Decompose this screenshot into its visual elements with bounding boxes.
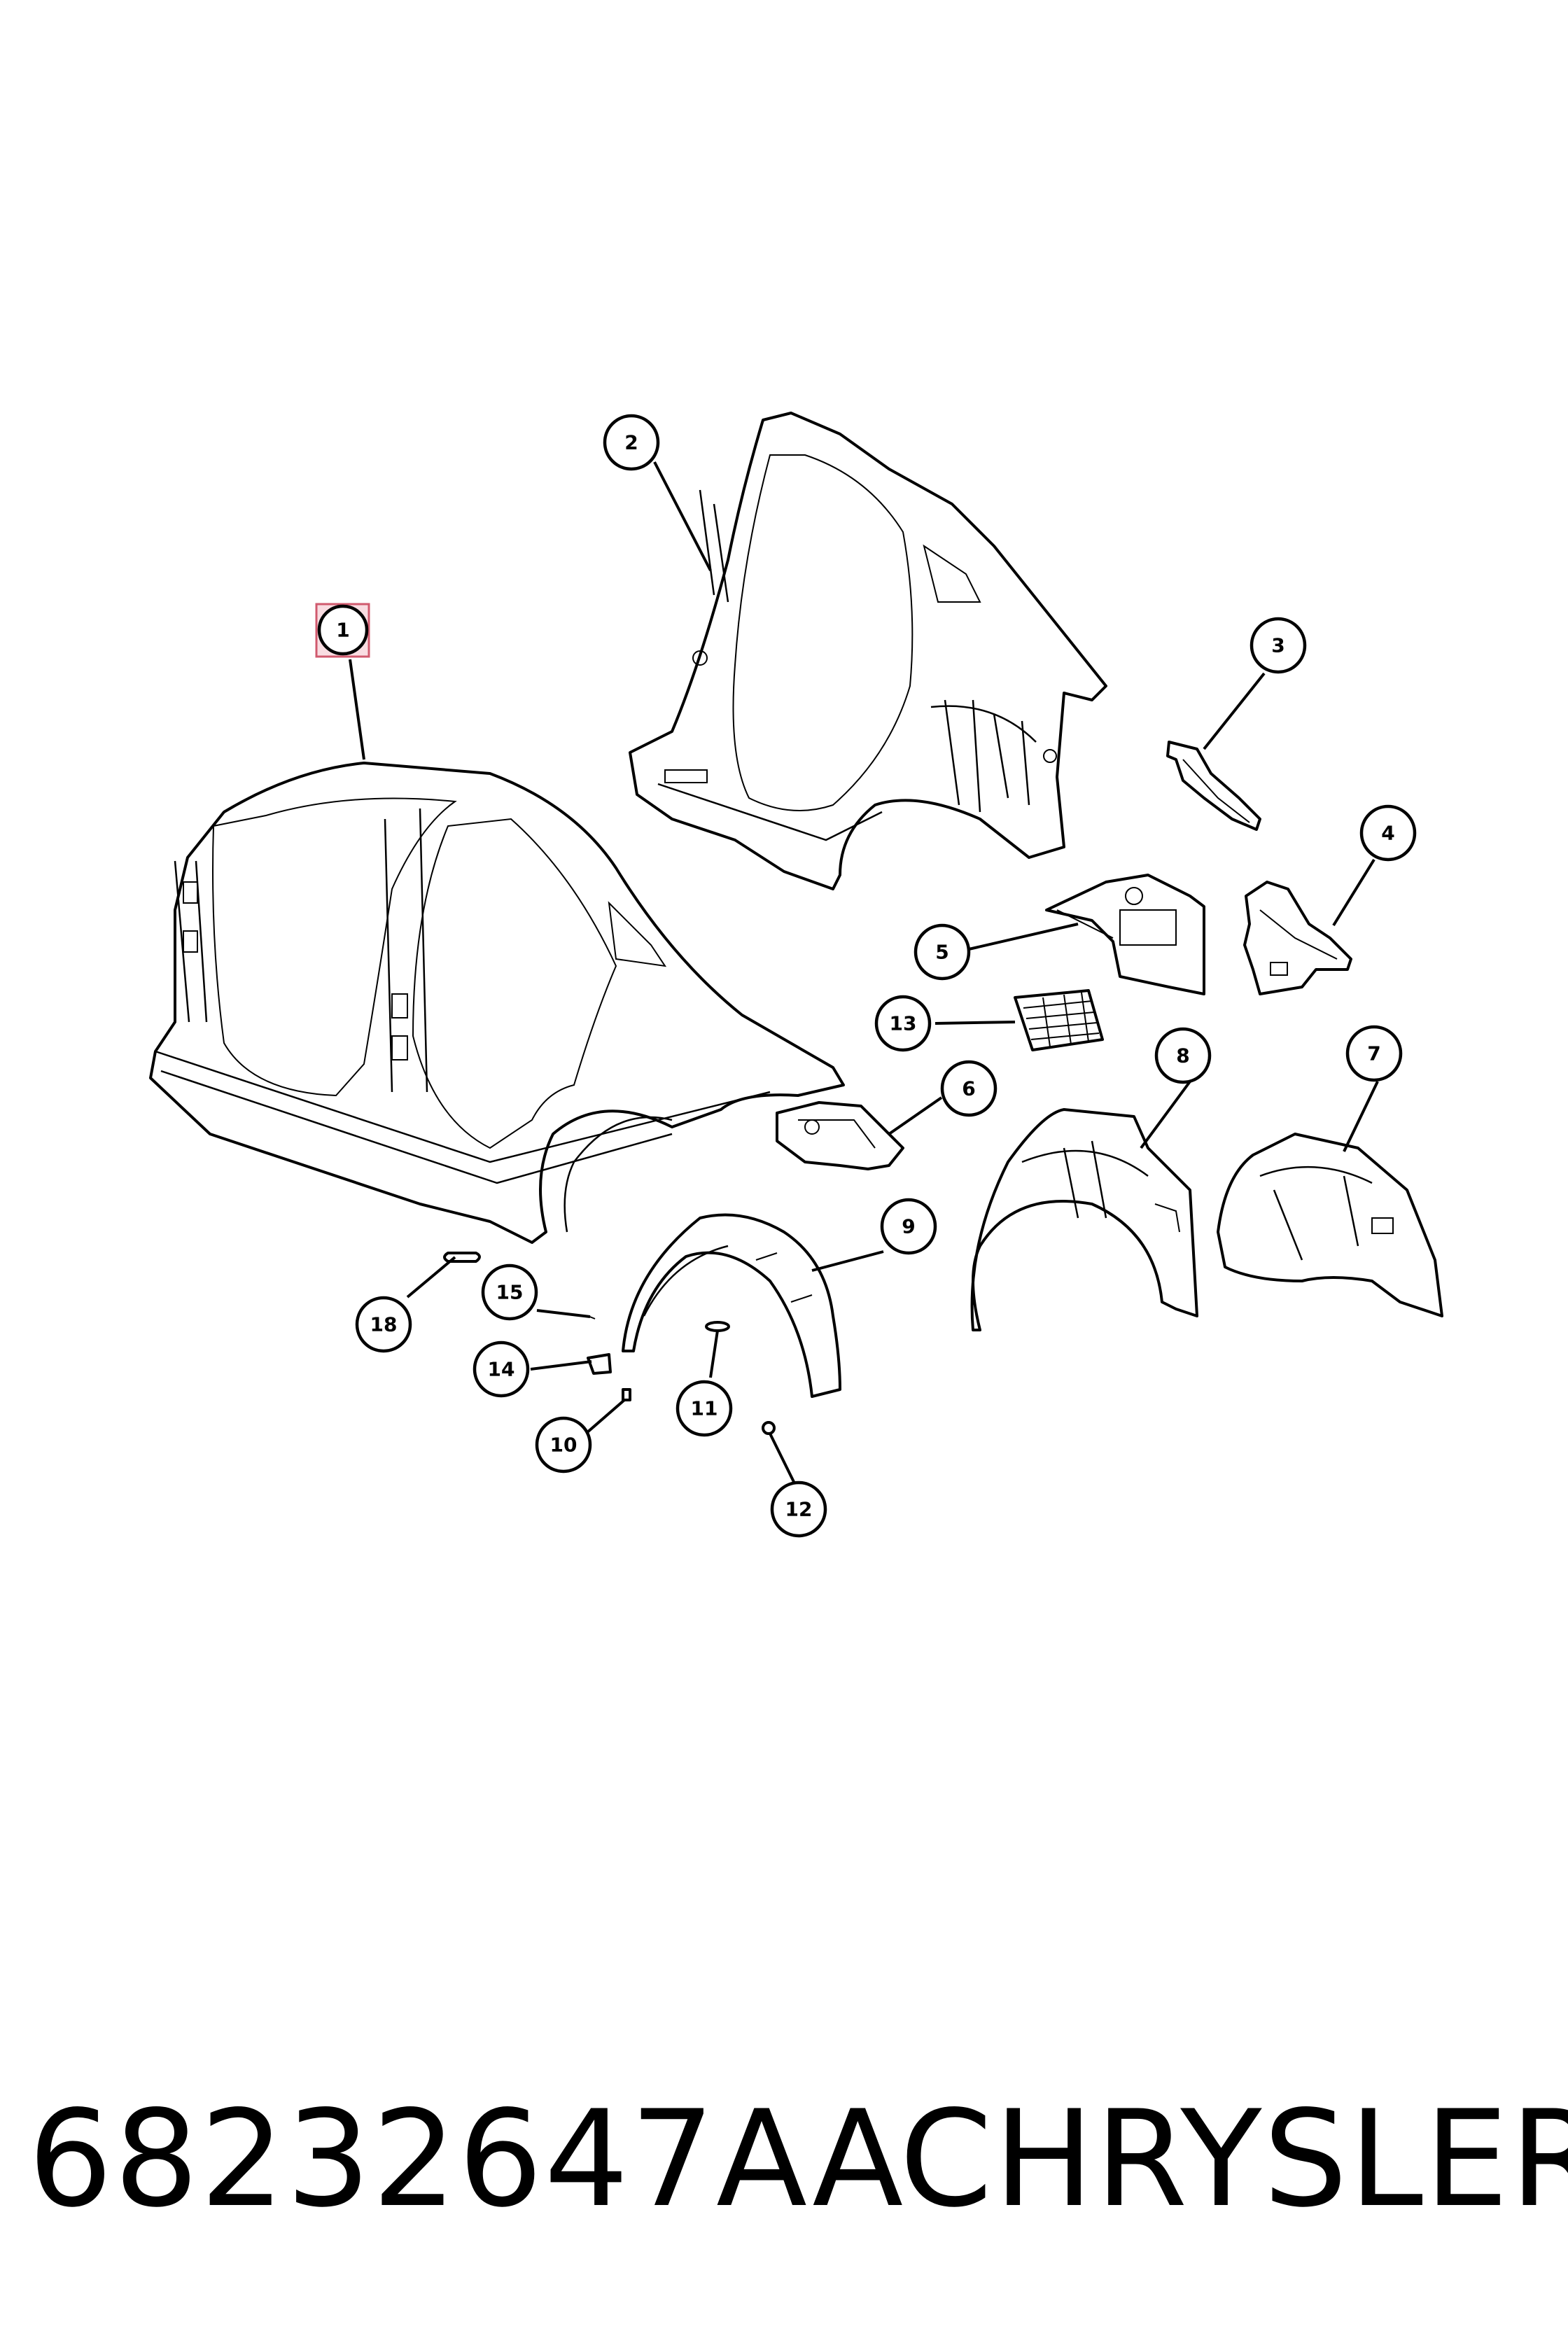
part-11-grommet — [705, 1321, 730, 1332]
part-5-panel — [1045, 874, 1205, 995]
callout-3-label: 3 — [1271, 634, 1284, 657]
callout-8-label: 8 — [1176, 1044, 1189, 1068]
callout-8[interactable]: 8 — [1154, 1027, 1212, 1084]
callout-15-label: 15 — [496, 1281, 524, 1304]
callout-3[interactable]: 3 — [1250, 617, 1307, 674]
callout-6-label: 6 — [962, 1077, 975, 1100]
callout-11-label: 11 — [691, 1397, 718, 1420]
callout-6[interactable]: 6 — [940, 1060, 997, 1117]
part-1-body-side-aperture — [149, 762, 845, 1244]
brand-name: CHRYSLER — [899, 2082, 1568, 2236]
callout-5-label: 5 — [935, 941, 948, 964]
callout-11[interactable]: 11 — [676, 1380, 733, 1437]
callout-7[interactable]: 7 — [1345, 1025, 1403, 1082]
part-14-clip — [587, 1353, 612, 1375]
leader-lines — [349, 461, 1379, 1487]
part-7-wheelhouse-inner — [1217, 1133, 1443, 1317]
part-3-bracket — [1166, 741, 1261, 831]
callout-1-label: 1 — [336, 619, 349, 642]
part-2-inner-quarter-panel — [629, 412, 1107, 890]
part-8-wheelhouse-outer — [970, 1108, 1198, 1331]
callout-10[interactable]: 10 — [535, 1416, 592, 1474]
part-13-vent — [1014, 989, 1104, 1051]
callout-14[interactable]: 14 — [472, 1340, 530, 1398]
callout-15[interactable]: 15 — [481, 1264, 538, 1321]
part-6-reinforcement — [776, 1101, 904, 1170]
callout-12-label: 12 — [785, 1498, 813, 1521]
callout-13[interactable]: 13 — [874, 995, 932, 1052]
part-10-push-pin — [622, 1388, 631, 1401]
callout-1[interactable]: 1 — [315, 603, 370, 658]
callout-7-label: 7 — [1367, 1042, 1380, 1065]
callout-18-label: 18 — [370, 1313, 398, 1336]
callout-10-label: 10 — [550, 1434, 578, 1457]
callout-2[interactable]: 2 — [603, 414, 660, 471]
callout-9-label: 9 — [902, 1215, 915, 1238]
callout-4-label: 4 — [1381, 822, 1394, 845]
callout-2-label: 2 — [624, 431, 638, 454]
callout-12[interactable]: 12 — [770, 1480, 827, 1538]
callout-18[interactable]: 18 — [355, 1296, 412, 1353]
callout-5[interactable]: 5 — [913, 923, 971, 981]
callouts: 1 2 3 4 5 6 7 8 — [315, 414, 1417, 1538]
part-9-wheel-liner — [622, 1213, 841, 1398]
callout-4[interactable]: 4 — [1359, 804, 1417, 862]
part-12-nut — [762, 1421, 776, 1435]
callout-13-label: 13 — [890, 1012, 917, 1035]
part-4-extension — [1243, 881, 1352, 995]
callout-9[interactable]: 9 — [880, 1198, 937, 1255]
part-number: 68232647AA — [28, 2082, 905, 2236]
callout-14-label: 14 — [488, 1358, 515, 1381]
